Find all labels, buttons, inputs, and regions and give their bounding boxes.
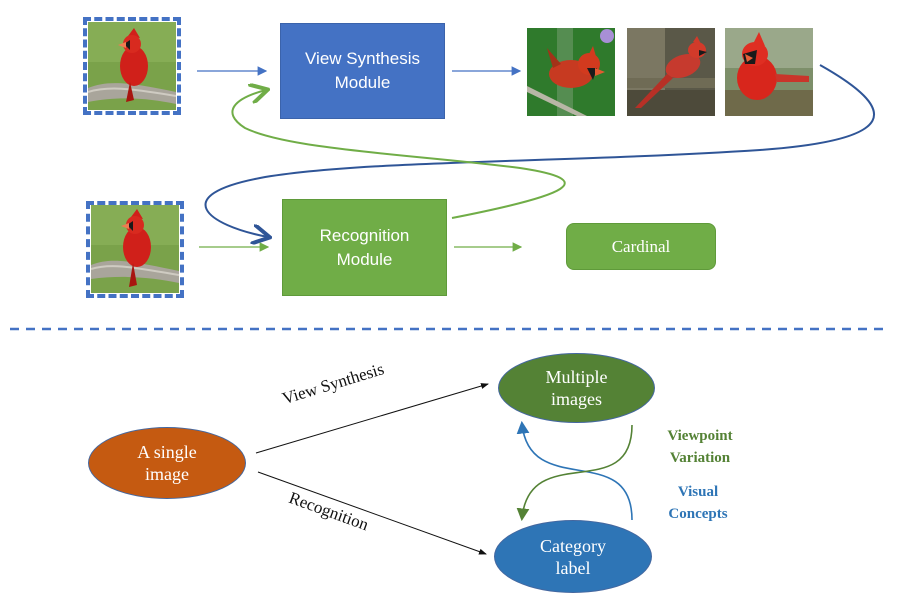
- input-image: [88, 22, 176, 110]
- label-viewpoint-variation-line1: Viewpoint: [667, 428, 733, 444]
- recognition-module-label-line1: Recognition: [319, 225, 410, 245]
- feedback-curve-images-to-recognition: [204, 64, 875, 237]
- edge-recognition: [257, 471, 487, 555]
- synthesized-image-2: [627, 28, 715, 116]
- cardinal-photo-icon: [88, 22, 176, 110]
- label-visual-concepts-line2: Concepts: [668, 506, 728, 522]
- recognition-module-label-line2: Module: [336, 249, 393, 269]
- view-synthesis-module-label-line2: Module: [334, 73, 391, 92]
- cycle-arrow-visual-concepts: [516, 420, 633, 521]
- node-multiple-images-line1: Multiple: [545, 367, 608, 387]
- recognition-input-image: [91, 205, 179, 293]
- view-synthesis-module: View Synthesis Module: [280, 23, 445, 119]
- output-label-text: Cardinal: [611, 236, 671, 256]
- node-category-label-line2: label: [555, 557, 591, 578]
- node-single-image-line1: A single: [137, 442, 197, 462]
- synthesized-image-3: [725, 28, 813, 116]
- node-single-image-line2: image: [145, 464, 189, 484]
- cardinal-photo-icon: [527, 28, 615, 116]
- recognition-input-image-frame: [86, 201, 184, 298]
- label-visual-concepts: Visual Concepts: [648, 481, 748, 525]
- node-category-label-line1: Category: [540, 535, 606, 556]
- recognition-module: Recognition Module: [282, 199, 447, 296]
- label-viewpoint-variation: Viewpoint Variation: [650, 425, 750, 469]
- cardinal-photo-icon: [725, 28, 813, 116]
- cardinal-photo-icon: [627, 28, 715, 116]
- label-viewpoint-variation-line2: Variation: [669, 450, 731, 466]
- label-visual-concepts-line1: Visual: [677, 484, 719, 500]
- input-image-frame: [83, 17, 181, 115]
- node-single-image: A single image: [88, 427, 246, 499]
- node-multiple-images-line2: images: [551, 389, 602, 409]
- cycle-arrow-viewpoint-variation: [516, 424, 633, 522]
- output-label-cardinal: Cardinal: [566, 223, 716, 270]
- view-synthesis-module-label-line1: View Synthesis: [305, 49, 420, 68]
- synthesized-image-1: [527, 28, 615, 116]
- node-multiple-images: Multiple images: [498, 353, 655, 423]
- edge-view-synthesis: [255, 383, 489, 454]
- feedback-curve-recognition-to-view-synthesis: [231, 90, 566, 219]
- node-category-label: Category label: [494, 520, 652, 593]
- cardinal-photo-icon: [91, 205, 179, 293]
